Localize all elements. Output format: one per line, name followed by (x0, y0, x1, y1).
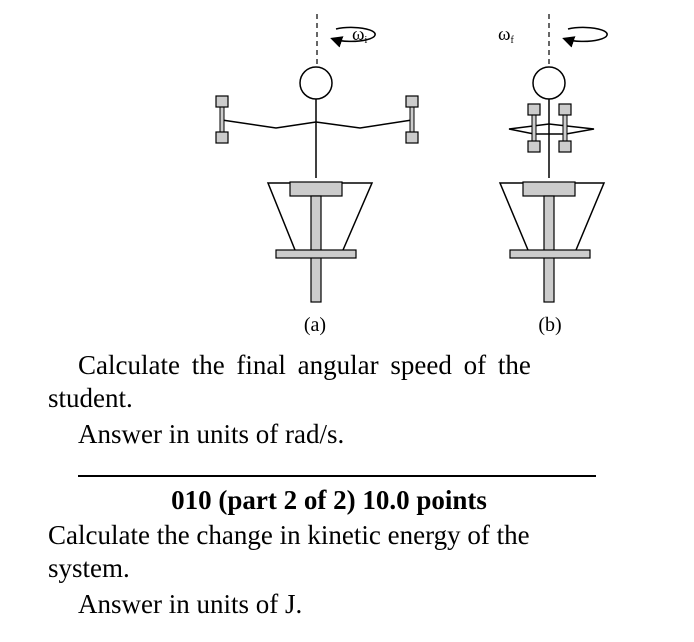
part2-prompt-line1: Calculate the change in kinetic energy o… (48, 520, 530, 550)
part1-answer-units: Answer in units of rad/s. (78, 419, 345, 449)
section-divider (78, 475, 596, 477)
omega-initial-label: ωi (352, 24, 368, 46)
part2-prompt-line2: system. (48, 553, 130, 583)
stool-base-b (509, 249, 591, 259)
rotating-student-figure: ωi (a) (215, 14, 608, 336)
part1-prompt-line2: student. (48, 383, 133, 413)
figure-a-student-arms-extended: ωi (a) (215, 14, 419, 336)
left-arm-b (508, 123, 550, 135)
head-a (299, 66, 333, 100)
left-dumbbell-b (527, 103, 541, 153)
rotation-arrow-a-icon (330, 26, 376, 48)
head-b (532, 66, 566, 100)
figure-b-student-arms-pulled-in: ωf (b) (498, 14, 608, 336)
right-dumbbell-a (405, 95, 419, 144)
right-dumbbell-b (558, 103, 572, 153)
right-arm-a (315, 119, 413, 129)
right-arm-b (548, 123, 595, 135)
figure-b-label: (b) (538, 314, 561, 336)
left-arm-a (221, 119, 317, 129)
stool-post-a (310, 195, 322, 303)
stool-post-b (543, 195, 555, 303)
part1-prompt-line1: Calculate the final angular speed of the (78, 350, 531, 380)
part2-answer-units: Answer in units of J. (78, 589, 303, 619)
stool-seat-a (289, 181, 343, 197)
stool-base-a (275, 249, 357, 259)
rotation-arrow-b-icon (562, 26, 608, 48)
omega-final-label: ωf (498, 24, 515, 46)
figure-a-label: (a) (304, 314, 326, 336)
stool-seat-b (522, 181, 576, 197)
part2-heading: 010 (part 2 of 2) 10.0 points (171, 485, 487, 515)
left-dumbbell-a (215, 95, 229, 144)
